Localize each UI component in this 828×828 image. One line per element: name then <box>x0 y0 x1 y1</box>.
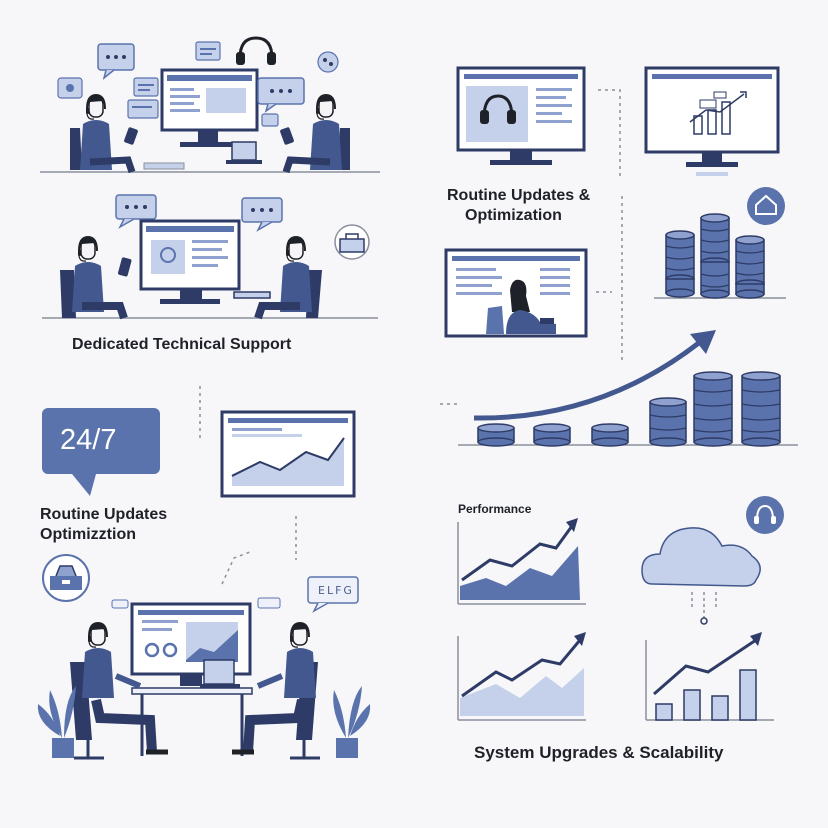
house-icon <box>747 187 785 225</box>
laptop-office <box>200 659 240 688</box>
database-icon <box>665 230 695 298</box>
chat-bubble-icon <box>115 194 157 229</box>
database-icon <box>735 235 765 299</box>
monitor-top <box>160 68 259 147</box>
database-icon <box>591 423 629 447</box>
agent-right-office <box>232 621 320 760</box>
agent-left-middle <box>60 235 132 320</box>
chat-bubble-icon <box>241 197 283 232</box>
routine-updates-top-line1: Routine Updates & <box>447 187 591 204</box>
badge-24-7-text: 24/7 <box>60 424 117 456</box>
chat-bubble-icon <box>257 77 305 113</box>
chat-bubble-icon <box>127 99 159 119</box>
monitor-woman <box>444 248 588 338</box>
routine-updates-top-line2: Optimization <box>465 207 562 224</box>
chat-bubble-icon <box>97 43 135 80</box>
monitor-growth <box>644 66 780 167</box>
growth-scene <box>440 330 798 447</box>
routine-updates-mid-line1: Routine Updates <box>40 506 168 523</box>
monitors-top-right <box>456 66 780 180</box>
routine-updates-scene <box>42 386 356 602</box>
database-icon <box>693 371 733 447</box>
headset-icon <box>236 36 276 65</box>
dedicated-support-label: Dedicated Technical Support <box>72 336 292 353</box>
routine-updates-label-middle: Routine Updates Optimizztion <box>40 505 167 545</box>
bar-chart-growth <box>645 632 774 721</box>
support-scene-middle <box>42 194 378 320</box>
arrow-up-icon <box>473 330 716 421</box>
plant-icon <box>37 686 76 758</box>
chat-bubble-icon <box>57 77 83 99</box>
badge-24-7 <box>42 408 160 496</box>
monitor-chart <box>220 410 356 498</box>
chat-bubble-icon <box>317 51 339 73</box>
chat-bubble-icon <box>133 77 159 97</box>
office-scene <box>37 576 371 760</box>
agent-right-middle <box>233 235 322 320</box>
cloud-icon <box>641 527 761 625</box>
support-scene-top <box>40 36 380 174</box>
chat-bubble-icon <box>261 113 279 127</box>
database-icon <box>700 213 730 299</box>
database-icon <box>477 423 515 447</box>
performance-charts <box>457 496 784 721</box>
system-upgrades-label: System Upgrades & Scalability <box>474 743 724 762</box>
desk <box>131 687 253 756</box>
monitor-headset <box>456 66 586 165</box>
laptop-top <box>226 141 262 164</box>
database-icon <box>741 371 781 447</box>
agent-left-top <box>70 93 138 174</box>
data-scene <box>444 187 786 360</box>
routine-updates-mid-line2: Optimizztion <box>40 526 136 543</box>
headset-icon <box>746 496 784 534</box>
performance-chart-bottom <box>457 632 586 721</box>
agent-right-top <box>280 93 350 174</box>
monitor-middle <box>139 219 241 304</box>
chat-bubble-icon <box>195 41 221 61</box>
plant-icon <box>333 686 371 758</box>
performance-chart-top <box>457 518 586 605</box>
performance-label: Performance <box>458 502 532 516</box>
agent-left-office <box>70 621 168 760</box>
routine-updates-label-top: Routine Updates & Optimization <box>447 186 590 226</box>
chat-bubble-text: ELFG <box>318 584 354 597</box>
toolbox-icon <box>334 224 370 260</box>
toolbox-icon <box>42 554 90 602</box>
database-icon <box>649 397 687 447</box>
database-icon <box>533 423 571 447</box>
chat-bubble-icon <box>307 576 359 613</box>
